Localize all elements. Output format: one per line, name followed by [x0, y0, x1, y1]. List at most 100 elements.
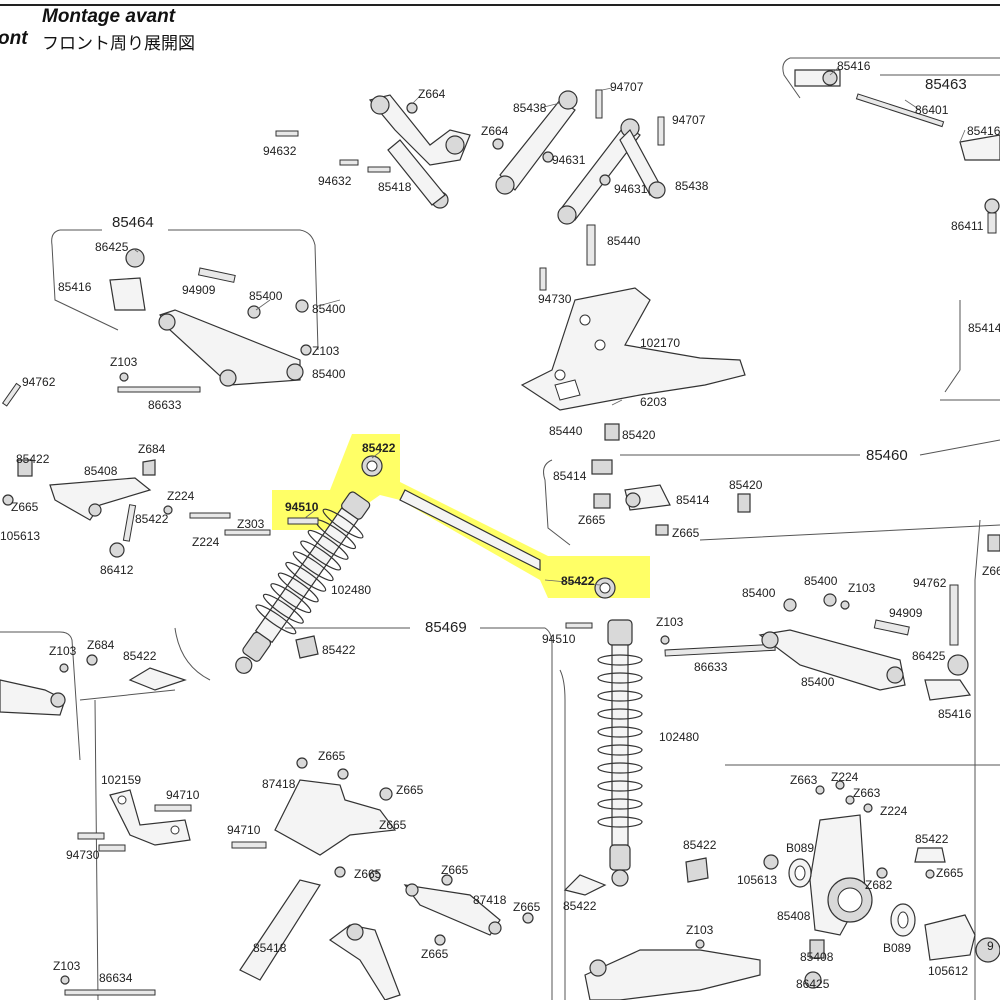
part-number-label: 85400	[312, 302, 346, 316]
part-number-label: Z665	[936, 866, 964, 880]
part-number-label: 94707	[610, 80, 644, 94]
shock-102480-right	[563, 619, 709, 896]
part-number-label: 85414	[553, 469, 587, 483]
part-number-label: 94510	[542, 632, 576, 646]
group-outline-85460	[543, 300, 1000, 546]
part-number-label: Z103	[110, 355, 138, 369]
part-number-label: 85422	[362, 441, 396, 455]
part-number-label: 85422	[322, 643, 356, 657]
knuckle-85408	[763, 780, 1000, 989]
part-number-label: Z665	[11, 500, 39, 514]
shock-102480-left	[235, 491, 371, 674]
part-number-label: Z224	[167, 489, 195, 503]
part-number-label: 94909	[182, 283, 216, 297]
highlighted-parts	[287, 455, 616, 599]
part-number-label: 85416	[58, 280, 92, 294]
part-number-label: 105613	[737, 873, 777, 887]
part-number-label: Z665	[354, 867, 382, 881]
part-number-label: 94632	[318, 174, 352, 188]
part-number-label: Z224	[831, 770, 859, 784]
part-number-label: 94631	[552, 153, 586, 167]
title-japanese: フロント周り展開図	[42, 34, 195, 53]
part-number-label: Z103	[49, 644, 77, 658]
part-number-label: 94762	[22, 375, 56, 389]
part-number-label: 86425	[912, 649, 946, 663]
part-number-label: 94710	[227, 823, 261, 837]
part-number-label: 85422	[915, 832, 949, 846]
part-number-label: B089	[786, 841, 814, 855]
part-number-label: 86634	[99, 971, 133, 985]
leader-lines	[134, 67, 966, 586]
part-number-label: Z224	[192, 535, 220, 549]
part-number-label: 94730	[66, 848, 100, 862]
part-number-label: 85422	[561, 574, 595, 588]
part-number-label: Z665	[379, 818, 407, 832]
part-number-label: B089	[883, 941, 911, 955]
part-labels: 85463 85464 85460 85469 85416 86401 8541…	[0, 59, 1000, 991]
part-number-label: 85422	[16, 452, 50, 466]
part-number-label: 94710	[166, 788, 200, 802]
part-number-label: Z665	[318, 749, 346, 763]
part-number-label: 94730	[538, 292, 572, 306]
part-number-label: 102480	[659, 730, 699, 744]
part-number-label: Z103	[53, 959, 81, 973]
lower-arm-85464	[109, 248, 312, 387]
part-number-label: 86401	[915, 103, 949, 117]
part-number-label: Z665	[672, 526, 700, 540]
part-number-label: Z684	[138, 442, 166, 456]
part-number-label: Z66	[982, 564, 1000, 578]
part-number-label: Z665	[421, 947, 449, 961]
lower-arm-right	[660, 534, 1000, 701]
link-85460	[591, 459, 751, 536]
title-cut-off: ont	[0, 28, 28, 49]
group-label-85464: 85464	[112, 214, 154, 231]
bracket-87418-left	[231, 757, 397, 856]
part-number-label: 85414	[676, 493, 710, 507]
part-number-label: 85438	[675, 179, 709, 193]
part-number-label: Z684	[87, 638, 115, 652]
part-number-label: 94510	[285, 500, 319, 514]
group-outline-85463	[782, 57, 1000, 99]
group-label-85463: 85463	[925, 76, 967, 93]
part-number-label: 94707	[672, 113, 706, 127]
part-number-label: 85408	[84, 464, 118, 478]
part-number-label: 94909	[889, 606, 923, 620]
part-number-label: Z103	[656, 615, 684, 629]
part-number-label: 85416	[938, 707, 972, 721]
part-number-label: 87418	[262, 777, 296, 791]
part-number-label: 86425	[796, 977, 830, 991]
part-number-label: Z682	[865, 878, 893, 892]
part-number-label: Z663	[853, 786, 881, 800]
diagram-header: Montage avant ont フロント周り展開図	[0, 0, 1000, 56]
part-number-label: 94762	[913, 576, 947, 590]
part-number-label: 85440	[607, 234, 641, 248]
plate-102170	[520, 287, 746, 441]
part-number-label: 85422	[683, 838, 717, 852]
part-number-label: 85422	[135, 512, 169, 526]
part-number-label: 9	[987, 939, 994, 953]
part-number-label: 86633	[148, 398, 182, 412]
part-number-label: 6203	[640, 395, 667, 409]
part-number-label: 86425	[95, 240, 129, 254]
screw-94762-left	[1, 382, 22, 407]
bracket-102159	[77, 789, 192, 852]
part-number-label: 86411	[951, 219, 984, 233]
part-number-label: Z103	[312, 344, 340, 358]
title-french: Montage avant	[42, 6, 176, 27]
pin-86634	[60, 975, 156, 996]
part-number-label: Z664	[481, 124, 509, 138]
header-rule	[0, 4, 1000, 6]
part-number-label: 102159	[101, 773, 141, 787]
part-number-label: Z664	[418, 87, 446, 101]
lower-arm-bottom-right	[584, 939, 761, 1000]
part-number-label: 85422	[563, 899, 597, 913]
part-number-label: 85408	[800, 950, 834, 964]
steering-85408-left	[2, 459, 271, 558]
part-number-label: 85418	[253, 941, 287, 955]
part-number-label: 105612	[928, 964, 968, 978]
lower-arm-left-edge	[0, 679, 66, 716]
part-number-label: Z665	[578, 513, 606, 527]
part-number-label: Z665	[396, 783, 424, 797]
part-number-label: 85420	[622, 428, 656, 442]
